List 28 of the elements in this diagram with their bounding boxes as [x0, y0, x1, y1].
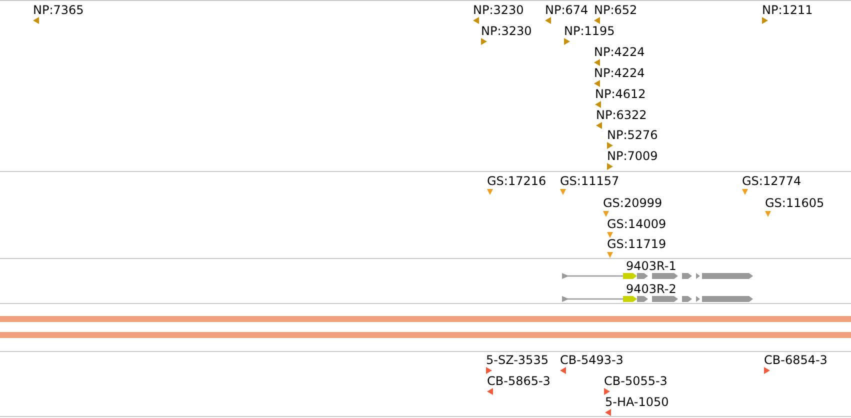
feature-label: NP:7365 [33, 3, 84, 17]
feature-label: NP:1211 [762, 3, 813, 17]
feature-label: NP:7009 [607, 149, 658, 163]
gene-label: 9403R-1 [626, 259, 676, 273]
feature-label: NP:4612 [595, 87, 646, 101]
feature-label: GS:11719 [607, 237, 666, 251]
feature-label: NP:652 [594, 3, 638, 17]
feature-label: CB-5865-3 [487, 374, 550, 388]
feature-label: NP:6322 [596, 108, 647, 122]
feature-label: GS:20999 [603, 196, 662, 210]
feature-label: GS:14009 [607, 217, 666, 231]
feature-label: 5-HA-1050 [605, 395, 669, 409]
feature-label: NP:674 [545, 3, 588, 17]
feature-label: CB-6854-3 [764, 353, 828, 367]
feature-label: CB-5493-3 [560, 353, 624, 367]
feature-label: GS:17216 [487, 174, 546, 188]
gene-label: 9403R-2 [626, 282, 676, 296]
feature-label: NP:4224 [594, 45, 645, 59]
feature-label: GS:11605 [765, 196, 824, 210]
feature-label: NP:5276 [607, 128, 658, 142]
feature-label: GS:12774 [742, 174, 802, 188]
feature-label: GS:11157 [560, 174, 620, 188]
feature-label: CB-5055-3 [604, 374, 668, 388]
feature-label: NP:4224 [594, 66, 645, 80]
feature-label: NP:3230 [481, 24, 532, 38]
feature-label: 5-SZ-3535 [486, 353, 548, 367]
feature-label: NP:3230 [473, 3, 524, 17]
feature-label: NP:1195 [564, 24, 615, 38]
